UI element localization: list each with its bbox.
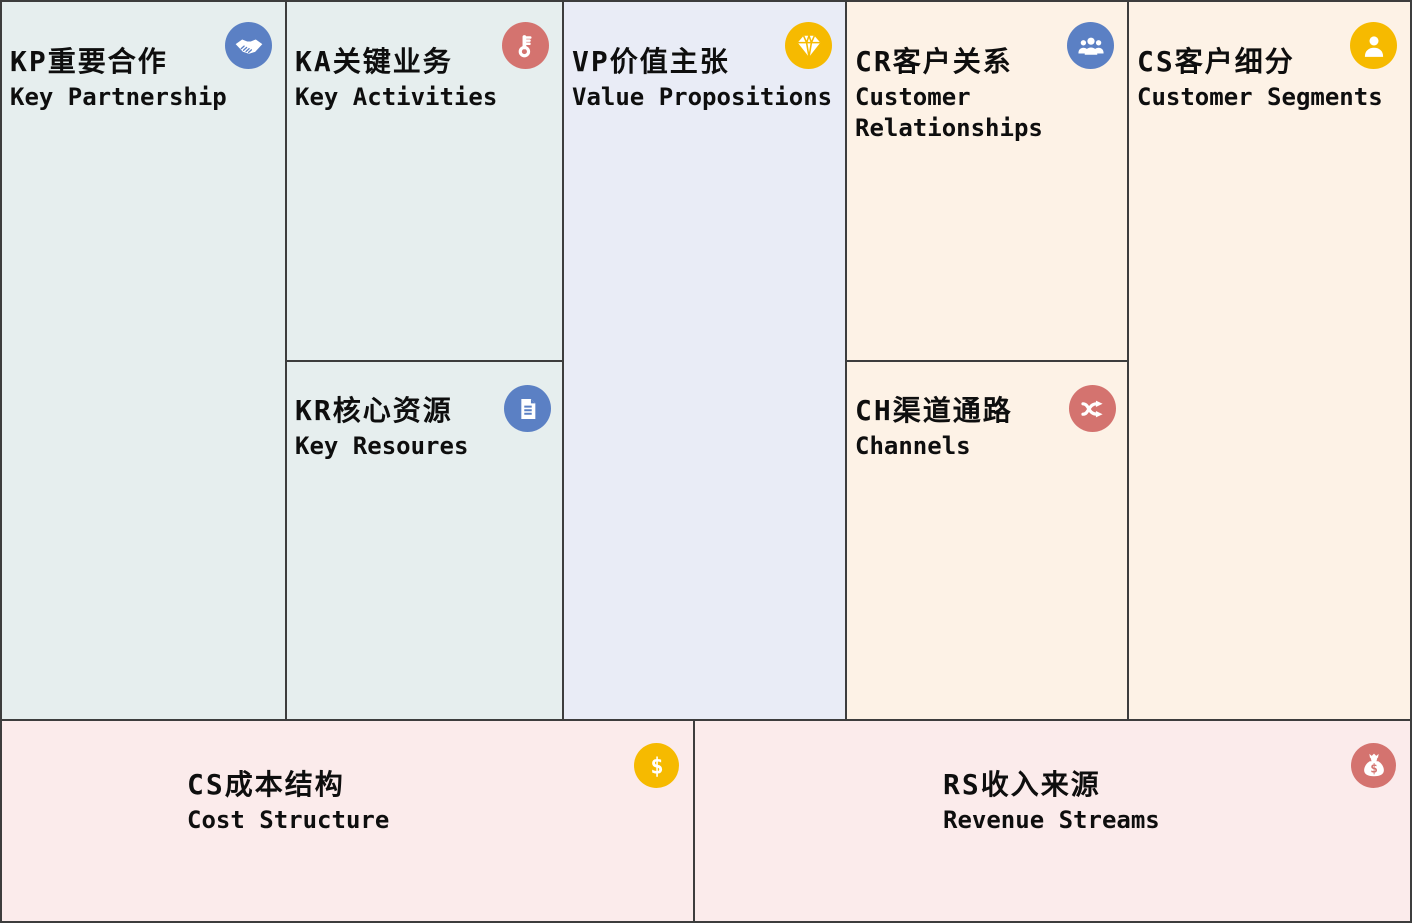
shuffle-icon xyxy=(1069,385,1116,432)
ch-title-zh: CH渠道通路 xyxy=(855,394,1013,427)
rev-title-zh: RS收入来源 xyxy=(943,768,1101,801)
handshake-icon xyxy=(225,22,272,69)
svg-text:$: $ xyxy=(1370,760,1378,775)
ka-title-en: Key Activities xyxy=(295,83,498,111)
cell-key-activities: KA关键业务 Key Activities xyxy=(287,2,562,360)
ch-title-en: Channels xyxy=(855,432,971,460)
cell-channels: CH渠道通路 Channels xyxy=(847,362,1127,719)
cost-title-en: Cost Structure xyxy=(187,806,390,834)
cseg-title-zh: CS客户细分 xyxy=(1137,45,1295,78)
svg-text:$: $ xyxy=(650,754,663,779)
cell-customer-relationships: CR客户关系 Customer Relationships xyxy=(847,2,1127,360)
diamond-icon xyxy=(785,22,832,69)
kr-title-zh: KR核心资源 xyxy=(295,394,453,427)
cell-key-resources: KR核心资源 Key Resoures xyxy=(287,362,562,719)
dollar-icon: $ xyxy=(634,743,679,788)
vp-title-en: Value Propositions xyxy=(572,83,833,111)
person-icon xyxy=(1350,22,1397,69)
bottom-band: $ CS成本结构 Cost Structure $ RS收入来源 Revenue xyxy=(2,721,1410,921)
cell-cost-structure: $ CS成本结构 Cost Structure xyxy=(2,721,693,921)
cell-key-partnership: KP重要合作 Key Partnership xyxy=(2,2,285,719)
kr-title-en: Key Resoures xyxy=(295,432,469,460)
money-bag-icon: $ xyxy=(1351,743,1396,788)
vp-title-zh: VP价值主张 xyxy=(572,45,730,78)
people-icon xyxy=(1067,22,1114,69)
kp-title-en: Key Partnership xyxy=(10,83,227,111)
kp-title-zh: KP重要合作 xyxy=(10,45,168,78)
cr-title-en: Customer Relationships xyxy=(855,83,1043,142)
cell-revenue-streams: $ RS收入来源 Revenue Streams xyxy=(695,721,1410,921)
key-icon xyxy=(502,22,549,69)
cell-customer-segments: CS客户细分 Customer Segments xyxy=(1129,2,1410,719)
rev-title-en: Revenue Streams xyxy=(943,806,1160,834)
cost-title-zh: CS成本结构 xyxy=(187,768,345,801)
cell-value-propositions: VP价值主张 Value Propositions xyxy=(564,2,845,719)
cseg-title-en: Customer Segments xyxy=(1137,83,1383,111)
document-icon xyxy=(504,385,551,432)
ka-title-zh: KA关键业务 xyxy=(295,45,453,78)
cr-title-zh: CR客户关系 xyxy=(855,45,1013,78)
